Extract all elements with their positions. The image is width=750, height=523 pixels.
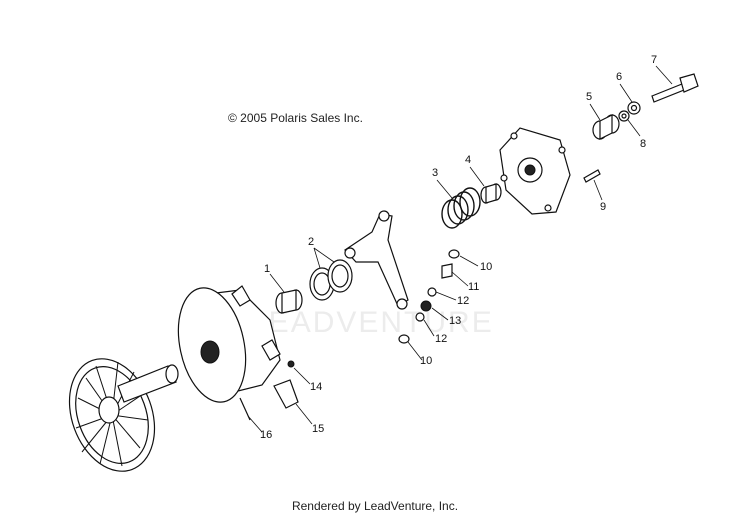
part-3-spring	[441, 187, 481, 229]
moveable-sheave	[177, 285, 281, 403]
callout-13: 13	[449, 315, 461, 327]
part-9-pin	[583, 169, 601, 183]
fixed-sheave-fan	[68, 358, 179, 472]
part-8-washer	[618, 110, 630, 122]
part-7-bolt	[651, 73, 699, 103]
callout-10-lower: 10	[420, 355, 432, 367]
callout-12-upper: 12	[457, 295, 469, 307]
copyright-notice: © 2005 Polaris Sales Inc.	[228, 111, 363, 125]
clutch-cover	[499, 127, 571, 215]
callout-7: 7	[651, 54, 657, 66]
roller-weight-parts	[239, 360, 299, 421]
part-6-washer	[627, 101, 641, 115]
callout-16: 16	[260, 429, 272, 441]
part-1-bushing	[275, 289, 303, 314]
part-4-bushing	[480, 183, 502, 204]
callout-5: 5	[586, 91, 592, 103]
callout-1: 1	[264, 263, 270, 275]
callout-6: 6	[616, 71, 622, 83]
callout-10-upper: 10	[480, 261, 492, 273]
callout-14: 14	[310, 381, 322, 393]
leader-lines	[247, 65, 673, 433]
spider	[344, 210, 409, 310]
callout-3: 3	[432, 167, 438, 179]
callout-15: 15	[312, 423, 324, 435]
part-5-bushing	[592, 114, 620, 140]
callout-9: 9	[600, 201, 606, 213]
part-2-washers	[309, 259, 353, 301]
callout-4: 4	[465, 154, 471, 166]
footer-credit: Rendered by LeadVenture, Inc.	[291, 499, 459, 513]
callout-11: 11	[468, 281, 479, 293]
callouts: 1 2 3 4 5 6 7 8 9 10 10 11 12 12 13 14 1…	[260, 54, 657, 441]
callout-12-lower: 12	[435, 333, 447, 345]
small-parts	[398, 249, 460, 344]
callout-2: 2	[308, 236, 314, 248]
callout-8: 8	[640, 138, 646, 150]
